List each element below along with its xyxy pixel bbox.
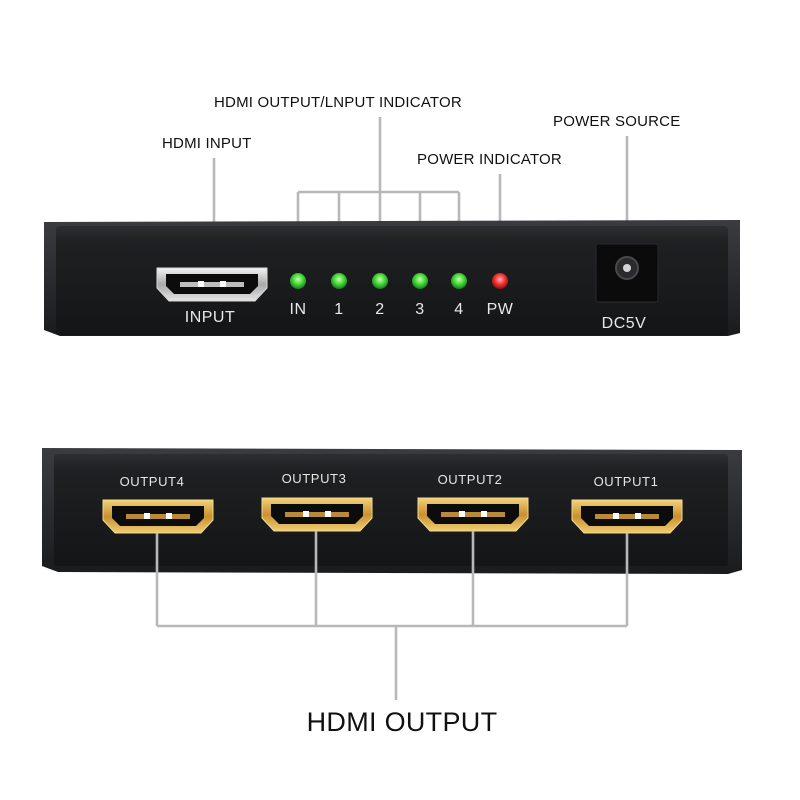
- hdmi-port-pin-left: [613, 513, 619, 519]
- output1-label: OUTPUT1: [594, 474, 659, 489]
- hdmi-port-pin-left: [459, 511, 465, 517]
- output4-port[interactable]: [102, 499, 214, 534]
- power-jack-label: DC5V: [602, 315, 647, 332]
- hdmi-port-tongue: [595, 514, 659, 519]
- input-port-label: INPUT: [185, 309, 236, 326]
- led-label-4: 4: [454, 301, 463, 318]
- output1-port[interactable]: [571, 499, 683, 534]
- front-panel-face: [56, 226, 728, 335]
- output4-label: OUTPUT4: [120, 474, 185, 489]
- led-indicator-icon: [492, 273, 508, 289]
- hdmi-port-pin-right: [325, 511, 331, 517]
- output2-port[interactable]: [417, 497, 529, 532]
- hdmi-port-tongue: [285, 512, 349, 517]
- led-4: 4: [451, 273, 467, 318]
- led-label-1: 1: [334, 301, 343, 318]
- led-pw: PW: [487, 273, 514, 318]
- led-indicator-icon: [412, 273, 428, 289]
- led-2: 2: [372, 273, 388, 318]
- indicator-callout: HDMI OUTPUT/LNPUT INDICATOR: [214, 94, 462, 111]
- led-label-3: 3: [415, 301, 424, 318]
- hdmi-port-tongue: [126, 514, 190, 519]
- output2-label: OUTPUT2: [438, 472, 503, 487]
- hdmi-input-callout: HDMI INPUT: [162, 135, 252, 152]
- hdmi-port-pin-left: [144, 513, 150, 519]
- led-indicator-icon: [331, 273, 347, 289]
- led-1: 1: [331, 273, 347, 318]
- hdmi-port-pin-left: [198, 281, 204, 287]
- back-panel: OUTPUT4 OUTPUT3 OUTPUT2 OUTPUT1: [42, 448, 742, 574]
- led-indicator-icon: [451, 273, 467, 289]
- led-label-2: 2: [375, 301, 384, 318]
- dc-jack-pin: [623, 264, 631, 272]
- power-source-callout: POWER SOURCE: [553, 113, 680, 130]
- hdmi-port-tongue: [180, 282, 244, 287]
- hdmi-port-pin-right: [220, 281, 226, 287]
- led-label-in: IN: [290, 301, 307, 318]
- hdmi-port-pin-right: [635, 513, 641, 519]
- bottom-leader-lines: [155, 531, 629, 700]
- power-indicator-callout: POWER INDICATOR: [417, 151, 562, 168]
- back-panel-face: [54, 454, 728, 566]
- led-3: 3: [412, 273, 428, 318]
- led-label-pw: PW: [487, 301, 514, 318]
- led-row: IN 1 2 3 4 PW: [290, 273, 514, 318]
- hdmi-port-tongue: [441, 512, 505, 517]
- hdmi-port-pin-left: [303, 511, 309, 517]
- led-in: IN: [290, 273, 307, 318]
- dc-power-jack[interactable]: [595, 243, 659, 303]
- led-indicator-icon: [290, 273, 306, 289]
- hdmi-input-port[interactable]: [156, 267, 268, 302]
- front-panel: INPUT IN 1 2 3 4: [44, 220, 740, 336]
- output3-port[interactable]: [261, 497, 373, 532]
- output-leader-drops: [155, 531, 629, 626]
- led-indicator-icon: [372, 273, 388, 289]
- hdmi-port-pin-right: [481, 511, 487, 517]
- output3-label: OUTPUT3: [282, 471, 347, 486]
- hdmi-output-callout: HDMI OUTPUT: [307, 707, 498, 737]
- hdmi-port-pin-right: [166, 513, 172, 519]
